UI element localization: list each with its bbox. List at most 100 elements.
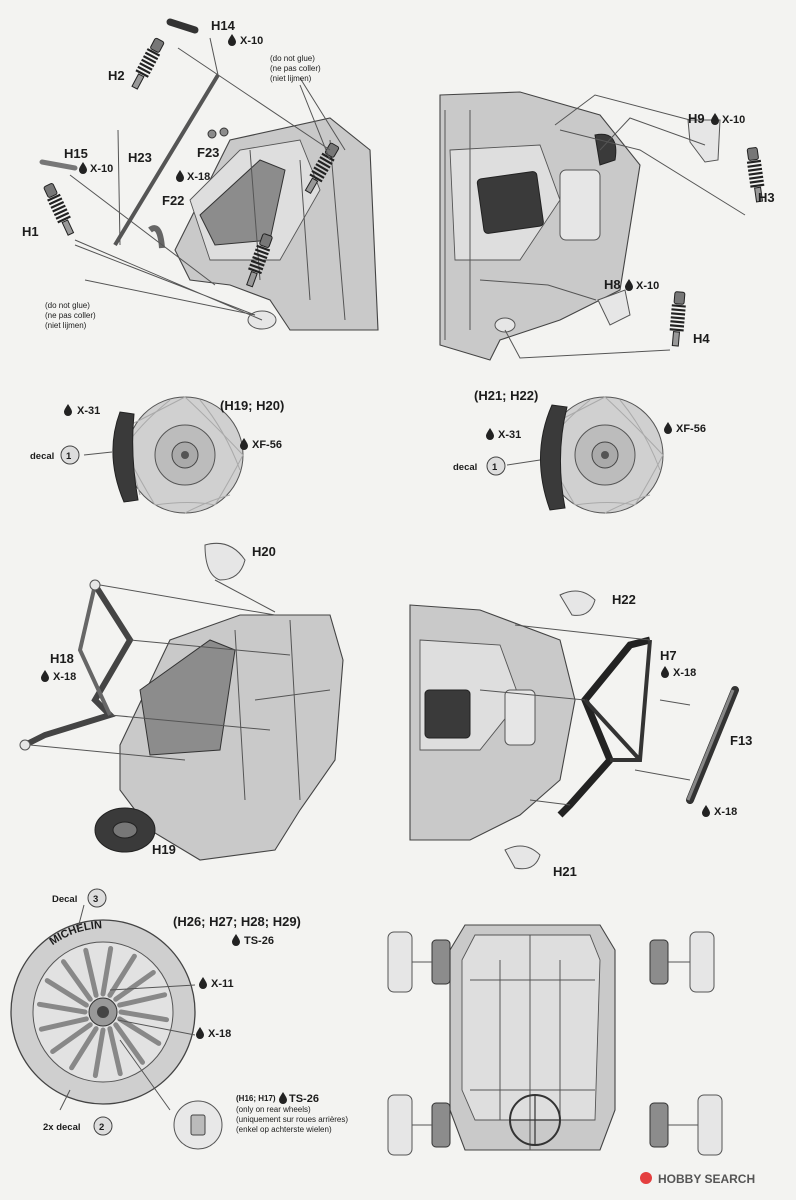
hub-front-right bbox=[649, 939, 669, 985]
step6-assembly: H22 H7 X-18 F13 X-18 H21 bbox=[409, 590, 752, 879]
svg-text:(niet lijmen): (niet lijmen) bbox=[45, 321, 87, 330]
step7-wheel: MICHELIN Decal 3 (H26; H27; H28; H29) TS… bbox=[10, 888, 348, 1150]
label-h15: H15 bbox=[64, 146, 88, 161]
svg-text:(niet lijmen): (niet lijmen) bbox=[270, 74, 312, 83]
paint-f23: X-18 bbox=[187, 171, 210, 183]
decal-badge bbox=[486, 456, 506, 476]
rear-mount bbox=[594, 133, 617, 166]
label-h18: H18 bbox=[50, 651, 74, 666]
watermark: HOBBY SEARCH bbox=[640, 1172, 755, 1186]
svg-text:(ne pas coller): (ne pas coller) bbox=[45, 311, 96, 320]
svg-text:(only on rear wheels): (only on rear wheels) bbox=[236, 1105, 311, 1114]
paint-caliper: X-31 bbox=[498, 429, 521, 441]
part-h8 bbox=[597, 289, 631, 326]
spoke bbox=[117, 992, 168, 1008]
paint-x18: X-18 bbox=[208, 1028, 231, 1040]
decal-label: decal bbox=[30, 451, 54, 462]
svg-text:(uniquement sur roues arrières: (uniquement sur roues arrières) bbox=[236, 1115, 348, 1124]
brake-caliper bbox=[539, 404, 568, 511]
part-f13 bbox=[686, 686, 739, 804]
hub-rear-left bbox=[431, 1102, 451, 1148]
watermark-text: HOBBY SEARCH bbox=[658, 1172, 755, 1186]
svg-text:(enkel op achterste wielen): (enkel op achterste wielen) bbox=[236, 1125, 332, 1134]
paint-caliper: X-31 bbox=[77, 405, 100, 417]
decal-label: decal bbox=[453, 462, 477, 473]
paint-h7: X-18 bbox=[673, 667, 696, 679]
decal-number: 1 bbox=[492, 462, 498, 473]
decal-badge bbox=[60, 445, 80, 465]
label-h3: H3 bbox=[758, 190, 775, 205]
label-h7: H7 bbox=[660, 648, 677, 663]
hub-front-left bbox=[431, 939, 451, 985]
step2-assembly: H9 X-10 H3 H8 X-10 H4 bbox=[439, 91, 775, 361]
label-h9: H9 bbox=[688, 111, 705, 126]
note-do-not-glue-top: (do not glue) (ne pas coller) (niet lijm… bbox=[270, 54, 321, 83]
part-h15-link bbox=[39, 159, 78, 171]
label-h20: H20 bbox=[252, 544, 276, 559]
cylinder-part bbox=[559, 169, 601, 241]
paint-disc: XF-56 bbox=[676, 423, 706, 435]
paint-h8: X-10 bbox=[636, 280, 659, 292]
hub-parts: (H16; H17) bbox=[236, 1094, 276, 1103]
spoke bbox=[44, 978, 89, 1008]
step5-assembly: H20 H18 X-18 H19 bbox=[19, 542, 344, 861]
part-h14-link bbox=[166, 18, 199, 34]
label-h8: H8 bbox=[604, 277, 621, 292]
label-h22: H22 bbox=[612, 592, 636, 607]
paint-disc: XF-56 bbox=[252, 439, 282, 451]
part-h7 bbox=[557, 636, 651, 818]
part-h21 bbox=[504, 845, 541, 870]
paint-f13: X-18 bbox=[714, 806, 737, 818]
step8-wheel-fitting bbox=[387, 924, 723, 1156]
svg-text:(do not glue): (do not glue) bbox=[270, 54, 315, 63]
decal-number: 1 bbox=[66, 451, 72, 462]
engine-block bbox=[139, 639, 236, 756]
part-h20 bbox=[204, 542, 246, 581]
spoke bbox=[38, 1016, 89, 1032]
label-h4: H4 bbox=[693, 331, 710, 346]
wheel-rear-right bbox=[697, 1094, 723, 1156]
note-do-not-glue-bottom: (do not glue) (ne pas coller) (niet lijm… bbox=[45, 301, 96, 330]
label-h1: H1 bbox=[22, 224, 39, 239]
label-f13: F13 bbox=[730, 733, 752, 748]
shock-absorber-h4 bbox=[667, 290, 689, 348]
decal-bottom-badge bbox=[93, 1116, 113, 1136]
spoke bbox=[118, 1009, 170, 1023]
decal-bottom-label: 2x decal bbox=[43, 1122, 81, 1133]
hub-note: (only on rear wheels) (uniquement sur ro… bbox=[236, 1105, 348, 1134]
decal-top-badge bbox=[87, 888, 107, 908]
decal-top-number: 3 bbox=[93, 894, 98, 905]
spoke bbox=[60, 959, 93, 1002]
label-parts: (H26; H27; H28; H29) bbox=[173, 914, 301, 929]
spoke bbox=[113, 1022, 146, 1065]
hobby-search-logo-icon bbox=[640, 1172, 652, 1184]
part-f22 bbox=[148, 225, 165, 249]
spoke bbox=[107, 953, 137, 998]
mount-hole bbox=[494, 317, 516, 333]
shock-absorber-h1 bbox=[40, 180, 79, 238]
brake-caliper bbox=[112, 411, 139, 503]
paint-tire: TS-26 bbox=[244, 935, 274, 947]
fuel-tank bbox=[424, 689, 471, 739]
engine-block bbox=[199, 159, 286, 246]
part-h18 bbox=[23, 583, 134, 748]
paint-h9: X-10 bbox=[722, 114, 745, 126]
spoke bbox=[69, 1026, 99, 1071]
paint-h14: X-10 bbox=[240, 35, 263, 47]
step4-brake-disc: (H21; H22) X-31 XF-56 decal 1 bbox=[453, 388, 706, 514]
spoke bbox=[92, 1027, 106, 1079]
spoke bbox=[36, 1001, 88, 1015]
rim-spokes bbox=[36, 945, 170, 1079]
label-h19: H19 bbox=[152, 842, 176, 857]
label-h14: H14 bbox=[211, 18, 236, 33]
decal-bottom-number: 2 bbox=[99, 1122, 104, 1133]
hub-rear-right bbox=[649, 1102, 669, 1148]
step1-assembly: H14 X-10 H2 (do not glue) (ne pas coller… bbox=[22, 18, 379, 331]
fuel-tank bbox=[476, 171, 544, 234]
svg-text:(ne pas coller): (ne pas coller) bbox=[270, 64, 321, 73]
spoke bbox=[107, 1026, 123, 1077]
label-h23: H23 bbox=[128, 150, 152, 165]
spoke bbox=[50, 1022, 93, 1055]
step3-brake-disc: X-31 (H19; H20) XF-56 decal 1 bbox=[30, 396, 284, 514]
wheel-front-right bbox=[689, 931, 715, 993]
